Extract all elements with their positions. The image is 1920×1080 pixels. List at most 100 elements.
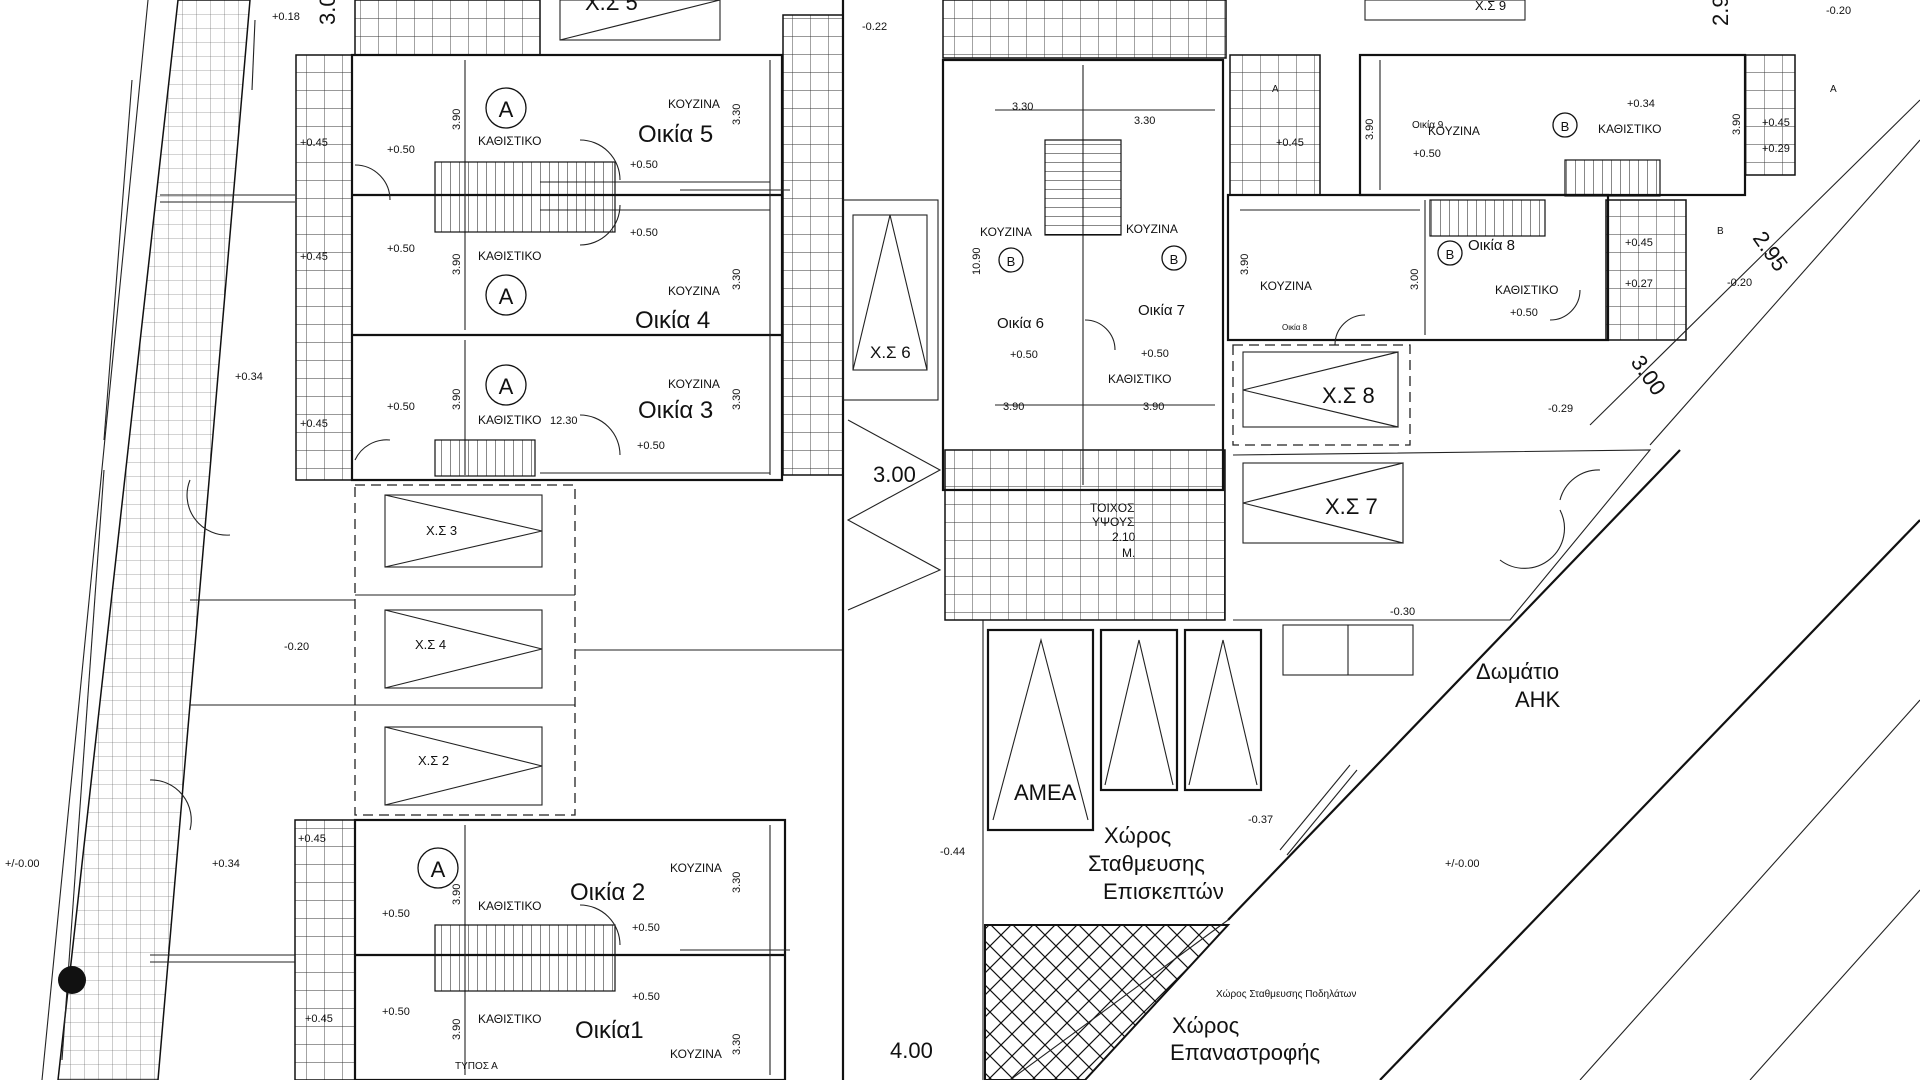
- svg-text:+0.50: +0.50: [1141, 348, 1169, 360]
- label-house-2: Οικία 2: [570, 879, 645, 906]
- type-marker-house-7: [1161, 245, 1187, 271]
- diagonal-road: [1009, 99, 1920, 1080]
- svg-text:-0.20: -0.20: [284, 641, 309, 653]
- svg-text:3.90: 3.90: [451, 1019, 463, 1040]
- svg-text:+0.29: +0.29: [1762, 143, 1790, 155]
- tree-symbol: [58, 966, 86, 994]
- label-house-1: Οικία1: [575, 1017, 644, 1044]
- svg-text:Επισκεπτών: Επισκεπτών: [1103, 879, 1224, 904]
- svg-text:ΚΑΘΙΣΤΙΚΟ: ΚΑΘΙΣΤΙΚΟ: [478, 134, 541, 148]
- svg-text:ΚΑΘΙΣΤΙΚΟ: ΚΑΘΙΣΤΙΚΟ: [1495, 283, 1558, 297]
- label-house-9: Οικία 9: [1412, 119, 1444, 131]
- svg-text:-0.22: -0.22: [862, 21, 887, 33]
- label-house-3: Οικία 3: [638, 397, 713, 424]
- svg-text:3.00: 3.00: [1409, 269, 1421, 290]
- type-marker-house-9: [1552, 112, 1578, 138]
- label-house-6: Οικία 6: [997, 315, 1044, 332]
- svg-text:3.30: 3.30: [1012, 101, 1033, 113]
- svg-text:Μ.: Μ.: [1122, 546, 1135, 560]
- svg-text:3.00: 3.00: [1626, 351, 1671, 400]
- svg-text:ΚΑΘΙΣΤΙΚΟ: ΚΑΘΙΣΤΙΚΟ: [1598, 122, 1661, 136]
- svg-text:ΚΑΘΙΣΤΙΚΟ: ΚΑΘΙΣΤΙΚΟ: [478, 1012, 541, 1026]
- svg-text:-0.29: -0.29: [1548, 403, 1573, 415]
- svg-text:ΚΑΘΙΣΤΙΚΟ: ΚΑΘΙΣΤΙΚΟ: [478, 413, 541, 427]
- svg-text:+0.50: +0.50: [1510, 307, 1538, 319]
- svg-text:+0.45: +0.45: [1625, 237, 1653, 249]
- svg-text:ΚΟΥΖΙΝΑ: ΚΟΥΖΙΝΑ: [670, 861, 722, 875]
- block-b-houses-6-7: [941, 58, 1225, 492]
- label-house-7: Οικία 7: [1138, 302, 1185, 319]
- svg-text:12.30: 12.30: [550, 415, 578, 427]
- svg-text:ΚΟΥΖΙΝΑ: ΚΟΥΖΙΝΑ: [1260, 279, 1312, 293]
- svg-text:3.30: 3.30: [731, 104, 743, 125]
- svg-text:ΥΨΟΥΣ: ΥΨΟΥΣ: [1092, 515, 1134, 529]
- room-labels: ΚΟΥΖΙΝΑ ΚΑΘΙΣΤΙΚΟ ΚΑΘΙΣΤΙΚΟ ΚΟΥΖΙΝΑ ΚΟΥΖ…: [455, 97, 1661, 1072]
- svg-text:2.95: 2.95: [1748, 227, 1793, 276]
- label-house-5: Οικία 5: [638, 121, 713, 148]
- svg-text:+0.45: +0.45: [300, 251, 328, 263]
- svg-text:Χώρος: Χώρος: [1172, 1013, 1239, 1038]
- svg-text:B: B: [1446, 247, 1455, 262]
- svg-text:3.30: 3.30: [731, 1034, 743, 1055]
- svg-text:-0.30: -0.30: [1390, 606, 1415, 618]
- svg-text:Χ.Σ 8: Χ.Σ 8: [1322, 383, 1375, 408]
- svg-text:ΑΗΚ: ΑΗΚ: [1515, 687, 1561, 712]
- type-marker-house-5: [485, 87, 527, 129]
- svg-text:+0.50: +0.50: [387, 243, 415, 255]
- svg-text:+0.50: +0.50: [630, 159, 658, 171]
- svg-text:-0.20: -0.20: [1826, 5, 1851, 17]
- svg-text:A: A: [499, 284, 514, 309]
- parking-labels: Χ.Σ 5 Χ.Σ 3 Χ.Σ 4 Χ.Σ 2 Χ.Σ 6 Χ.Σ 8 Χ.Σ …: [415, 0, 1506, 768]
- svg-text:ΚΟΥΖΙΝΑ: ΚΟΥΖΙΝΑ: [670, 1047, 722, 1061]
- svg-text:Χώρος Σταθμευσης Ποδηλάτων: Χώρος Σταθμευσης Ποδηλάτων: [1216, 988, 1356, 1000]
- svg-text:Χ.Σ 9: Χ.Σ 9: [1475, 0, 1506, 13]
- svg-text:ΤΥΠΟΣ Α: ΤΥΠΟΣ Α: [455, 1061, 498, 1072]
- svg-text:3.90: 3.90: [1731, 114, 1743, 135]
- svg-text:ΚΑΘΙΣΤΙΚΟ: ΚΑΘΙΣΤΙΚΟ: [1108, 372, 1171, 386]
- svg-text:ΚΟΥΖΙΝΑ: ΚΟΥΖΙΝΑ: [668, 377, 720, 391]
- svg-text:+0.27: +0.27: [1625, 278, 1653, 290]
- left-sidewalk: [41, 0, 256, 1080]
- svg-text:3.30: 3.30: [731, 389, 743, 410]
- type-marker-house-4: [485, 274, 527, 316]
- house-type-markers: A A A A B B B B: [417, 87, 1578, 889]
- svg-text:+0.50: +0.50: [382, 1006, 410, 1018]
- type-marker-house-6: [998, 247, 1024, 273]
- svg-text:Οικία 8: Οικία 8: [1282, 323, 1308, 332]
- svg-text:+0.45: +0.45: [300, 137, 328, 149]
- svg-text:Δωμάτιο: Δωμάτιο: [1476, 659, 1559, 684]
- type-marker-house-2: [417, 847, 459, 889]
- svg-text:A: A: [499, 374, 514, 399]
- svg-text:A: A: [1272, 84, 1279, 95]
- turning-area-hatch: [984, 924, 1231, 1080]
- type-marker-house-8: [1437, 240, 1463, 266]
- svg-text:B: B: [1007, 254, 1016, 269]
- svg-text:3.90: 3.90: [451, 254, 463, 275]
- svg-text:3.90: 3.90: [451, 884, 463, 905]
- svg-text:-0.44: -0.44: [940, 846, 965, 858]
- svg-text:+0.50: +0.50: [387, 401, 415, 413]
- svg-text:3.90: 3.90: [1239, 254, 1251, 275]
- svg-text:ΚΟΥΖΙΝΑ: ΚΟΥΖΙΝΑ: [668, 97, 720, 111]
- svg-text:Χ.Σ 4: Χ.Σ 4: [415, 637, 446, 652]
- visitor-parking-bays: [986, 624, 1414, 832]
- svg-text:3.90: 3.90: [451, 389, 463, 410]
- svg-text:ΚΟΥΖΙΝΑ: ΚΟΥΖΙΝΑ: [980, 225, 1032, 239]
- area-labels: ΑΜΕΑ Χώρος Σταθμευσης Επισκεπτών Χώρος Ε…: [1014, 501, 1561, 1065]
- svg-text:+0.45: +0.45: [305, 1013, 333, 1025]
- svg-text:-0.20: -0.20: [1727, 277, 1752, 289]
- svg-text:3.90: 3.90: [1003, 401, 1024, 413]
- central-driveway: [841, 0, 984, 1080]
- svg-text:2.10: 2.10: [1112, 530, 1136, 544]
- type-marker-house-3: [485, 364, 527, 406]
- svg-text:3.30: 3.30: [1134, 115, 1155, 127]
- svg-text:-0.37: -0.37: [1248, 814, 1273, 826]
- svg-text:+0.50: +0.50: [637, 440, 665, 452]
- svg-text:ΚΟΥΖΙΝΑ: ΚΟΥΖΙΝΑ: [1126, 222, 1178, 236]
- svg-text:Χώρος: Χώρος: [1104, 823, 1171, 848]
- svg-text:+0.50: +0.50: [632, 991, 660, 1003]
- house-labels: Οικία 5 Οικία 4 Οικία 3 Οικία 2 Οικία1 Ο…: [570, 119, 1515, 1044]
- svg-text:+0.50: +0.50: [1010, 349, 1038, 361]
- section-marks: A A B: [1272, 84, 1837, 237]
